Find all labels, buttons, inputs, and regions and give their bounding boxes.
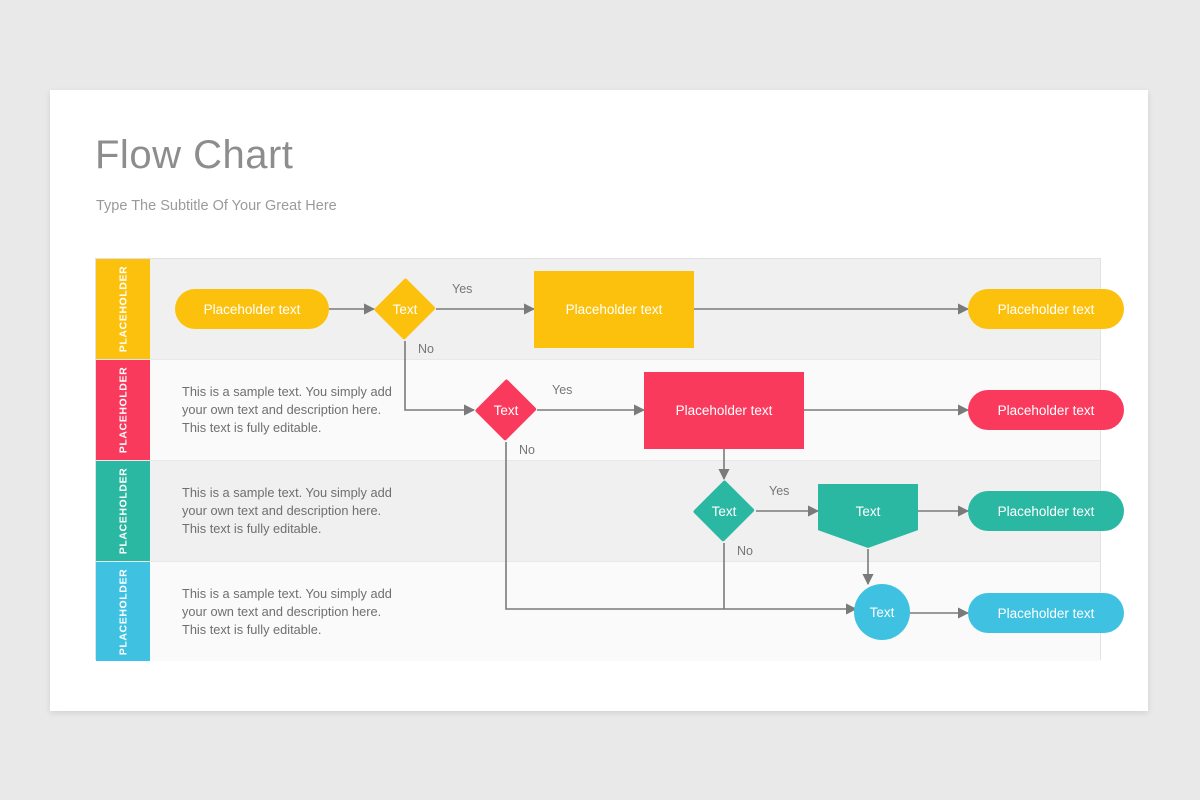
shape-label: Placeholder text bbox=[565, 302, 663, 317]
flow-end-row3[interactable]: Placeholder text bbox=[968, 491, 1124, 531]
branch-label-no-row2: No bbox=[519, 443, 535, 457]
shape-label: Text bbox=[392, 301, 418, 317]
flow-process-row1[interactable]: Placeholder text bbox=[534, 271, 694, 348]
shape-label: Placeholder text bbox=[997, 605, 1095, 621]
slide-canvas: Flow Chart Type The Subtitle Of Your Gre… bbox=[50, 90, 1148, 711]
shape-label: Placeholder text bbox=[997, 503, 1095, 519]
branch-label-yes-row1: Yes bbox=[452, 282, 473, 296]
branch-label-yes-row2: Yes bbox=[552, 383, 573, 397]
page-subtitle: Type The Subtitle Of Your Great Here bbox=[96, 198, 337, 214]
flow-decision-row1[interactable]: Text bbox=[373, 277, 437, 341]
shape-label: Text bbox=[855, 504, 881, 519]
shape-label: Placeholder text bbox=[203, 301, 301, 317]
flow-decision-row2[interactable]: Text bbox=[474, 378, 538, 442]
flowchart-table: PLACEHOLDER PLACEHOLDER This is a sample… bbox=[95, 258, 1124, 661]
shape-label: Text bbox=[711, 503, 737, 519]
shape-label: Placeholder text bbox=[997, 402, 1095, 418]
flow-process-row2[interactable]: Placeholder text bbox=[644, 372, 804, 449]
row-description: This is a sample text. You simply add yo… bbox=[182, 383, 392, 436]
flow-start-row1[interactable]: Placeholder text bbox=[175, 289, 329, 329]
branch-label-no-row1: No bbox=[418, 342, 434, 356]
branch-label-yes-row3: Yes bbox=[769, 484, 790, 498]
flow-end-row2[interactable]: Placeholder text bbox=[968, 390, 1124, 430]
flow-decision-row3[interactable]: Text bbox=[692, 479, 756, 543]
row-description: This is a sample text. You simply add yo… bbox=[182, 585, 392, 637]
table-row: PLACEHOLDER This is a sample text. You s… bbox=[96, 562, 1100, 661]
branch-label-no-row3: No bbox=[737, 544, 753, 558]
row-tab-3[interactable]: PLACEHOLDER bbox=[96, 461, 150, 561]
row-tab-2[interactable]: PLACEHOLDER bbox=[96, 360, 150, 460]
flow-node-row4[interactable]: Text bbox=[854, 584, 910, 640]
shape-label: Text bbox=[493, 402, 519, 418]
row-tab-4[interactable]: PLACEHOLDER bbox=[96, 562, 150, 661]
flow-end-row4[interactable]: Placeholder text bbox=[968, 593, 1124, 633]
flow-end-row1[interactable]: Placeholder text bbox=[968, 289, 1124, 329]
row-tab-1[interactable]: PLACEHOLDER bbox=[96, 259, 150, 359]
flow-process-row3[interactable]: Text bbox=[818, 484, 918, 548]
row-description: This is a sample text. You simply add yo… bbox=[182, 484, 392, 537]
shape-label: Placeholder text bbox=[997, 301, 1095, 317]
connector-lines bbox=[329, 303, 970, 619]
shape-label: Placeholder text bbox=[675, 403, 773, 418]
shape-label: Text bbox=[869, 604, 895, 620]
page-title: Flow Chart bbox=[95, 133, 294, 177]
